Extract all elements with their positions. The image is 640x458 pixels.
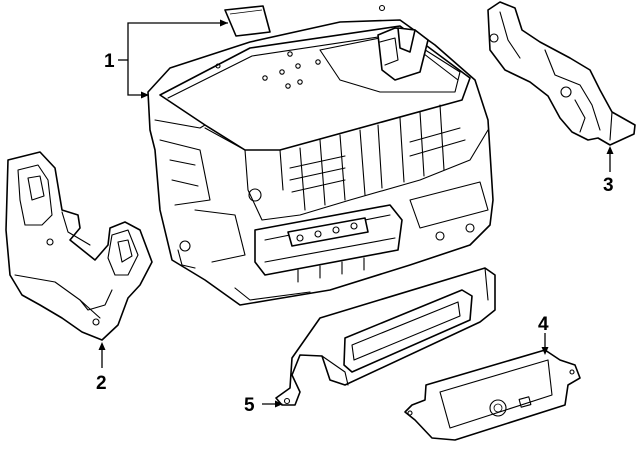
cover-plate bbox=[404, 349, 581, 441]
left-bracket bbox=[5, 151, 153, 341]
callout-1: 1 bbox=[104, 51, 115, 72]
right-bracket bbox=[487, 1, 636, 146]
callout-2: 2 bbox=[96, 373, 107, 394]
callout-5: 5 bbox=[244, 395, 255, 416]
inverter-assembly bbox=[147, 4, 494, 306]
callout-3: 3 bbox=[603, 175, 614, 196]
leader-lines bbox=[98, 19, 614, 408]
label-sticker bbox=[224, 5, 271, 37]
connector-housing bbox=[275, 267, 496, 406]
callout-4: 4 bbox=[538, 314, 549, 335]
